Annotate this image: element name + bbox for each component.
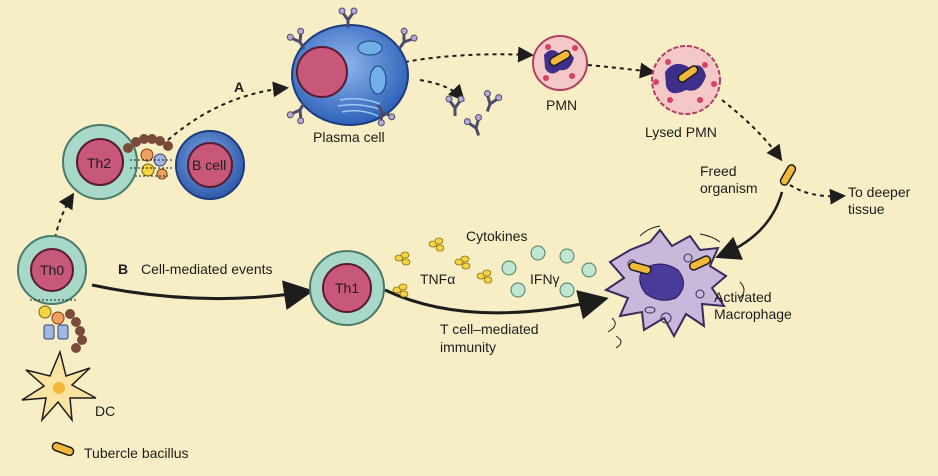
label-th2: Th2 [87,155,111,171]
dendritic-cell [21,349,97,423]
ifn-cytokines [501,245,597,298]
label-to-deeper-2: tissue [848,201,885,217]
label-tubercle-bacillus: Tubercle bacillus [84,445,189,461]
label-plasma-cell: Plasma cell [313,129,385,145]
arrow-plasma-to-antibodies [419,79,465,101]
label-ifn: IFNγ [530,271,560,287]
label-lysed-pmn: Lysed PMN [645,124,717,140]
label-cell-mediated-events: Cell-mediated events [141,261,273,277]
tubercle-bacillus-icon [50,440,76,458]
th2-cell [62,124,138,200]
label-to-deeper-1: To deeper [848,184,911,200]
th0-dc-synapse [30,299,87,353]
arrow-pmn-to-lysed [587,62,656,79]
label-tcell-immunity-2: immunity [440,339,496,355]
lysed-pmn-cell [651,45,721,115]
label-freed-organism-1: Freed [700,163,737,179]
th1-cell [309,250,385,326]
th0-cell [17,235,87,305]
pmn-cell [532,35,588,91]
label-dc: DC [95,403,115,419]
arrow-th0-to-th2 [54,192,75,239]
arrow-th1-to-macrophage [384,288,609,320]
freed-organism-bacillus [778,162,798,188]
arrow-freed-to-deeper [789,184,846,205]
label-b: B [118,261,128,277]
arrow-plasma-to-pmn [404,46,534,63]
arrow-th2-to-plasma [167,81,289,141]
arrow-freed-to-macrophage [715,191,784,260]
label-b-cell: B cell [192,157,226,173]
label-th0: Th0 [40,262,64,278]
free-antibodies [444,88,505,141]
activated-macrophage [603,225,745,349]
th2-bcell-synapse [123,134,173,180]
arrow-lysed-to-freed [721,99,783,162]
label-pmn: PMN [546,97,577,113]
arrow-th0-to-th1 [91,280,314,310]
label-cytokines: Cytokines [466,228,527,244]
plasma-cell [284,6,420,129]
label-activated: Activated [714,289,772,305]
label-tcell-immunity-1: T cell–mediated [440,321,539,337]
label-a: A [234,79,244,95]
b-cell [175,130,245,200]
label-freed-organism-2: organism [700,180,758,196]
tnf-cytokines [392,237,493,298]
label-tnf: TNFα [420,271,455,287]
label-th1: Th1 [335,280,359,296]
label-macrophage: Macrophage [714,306,792,322]
